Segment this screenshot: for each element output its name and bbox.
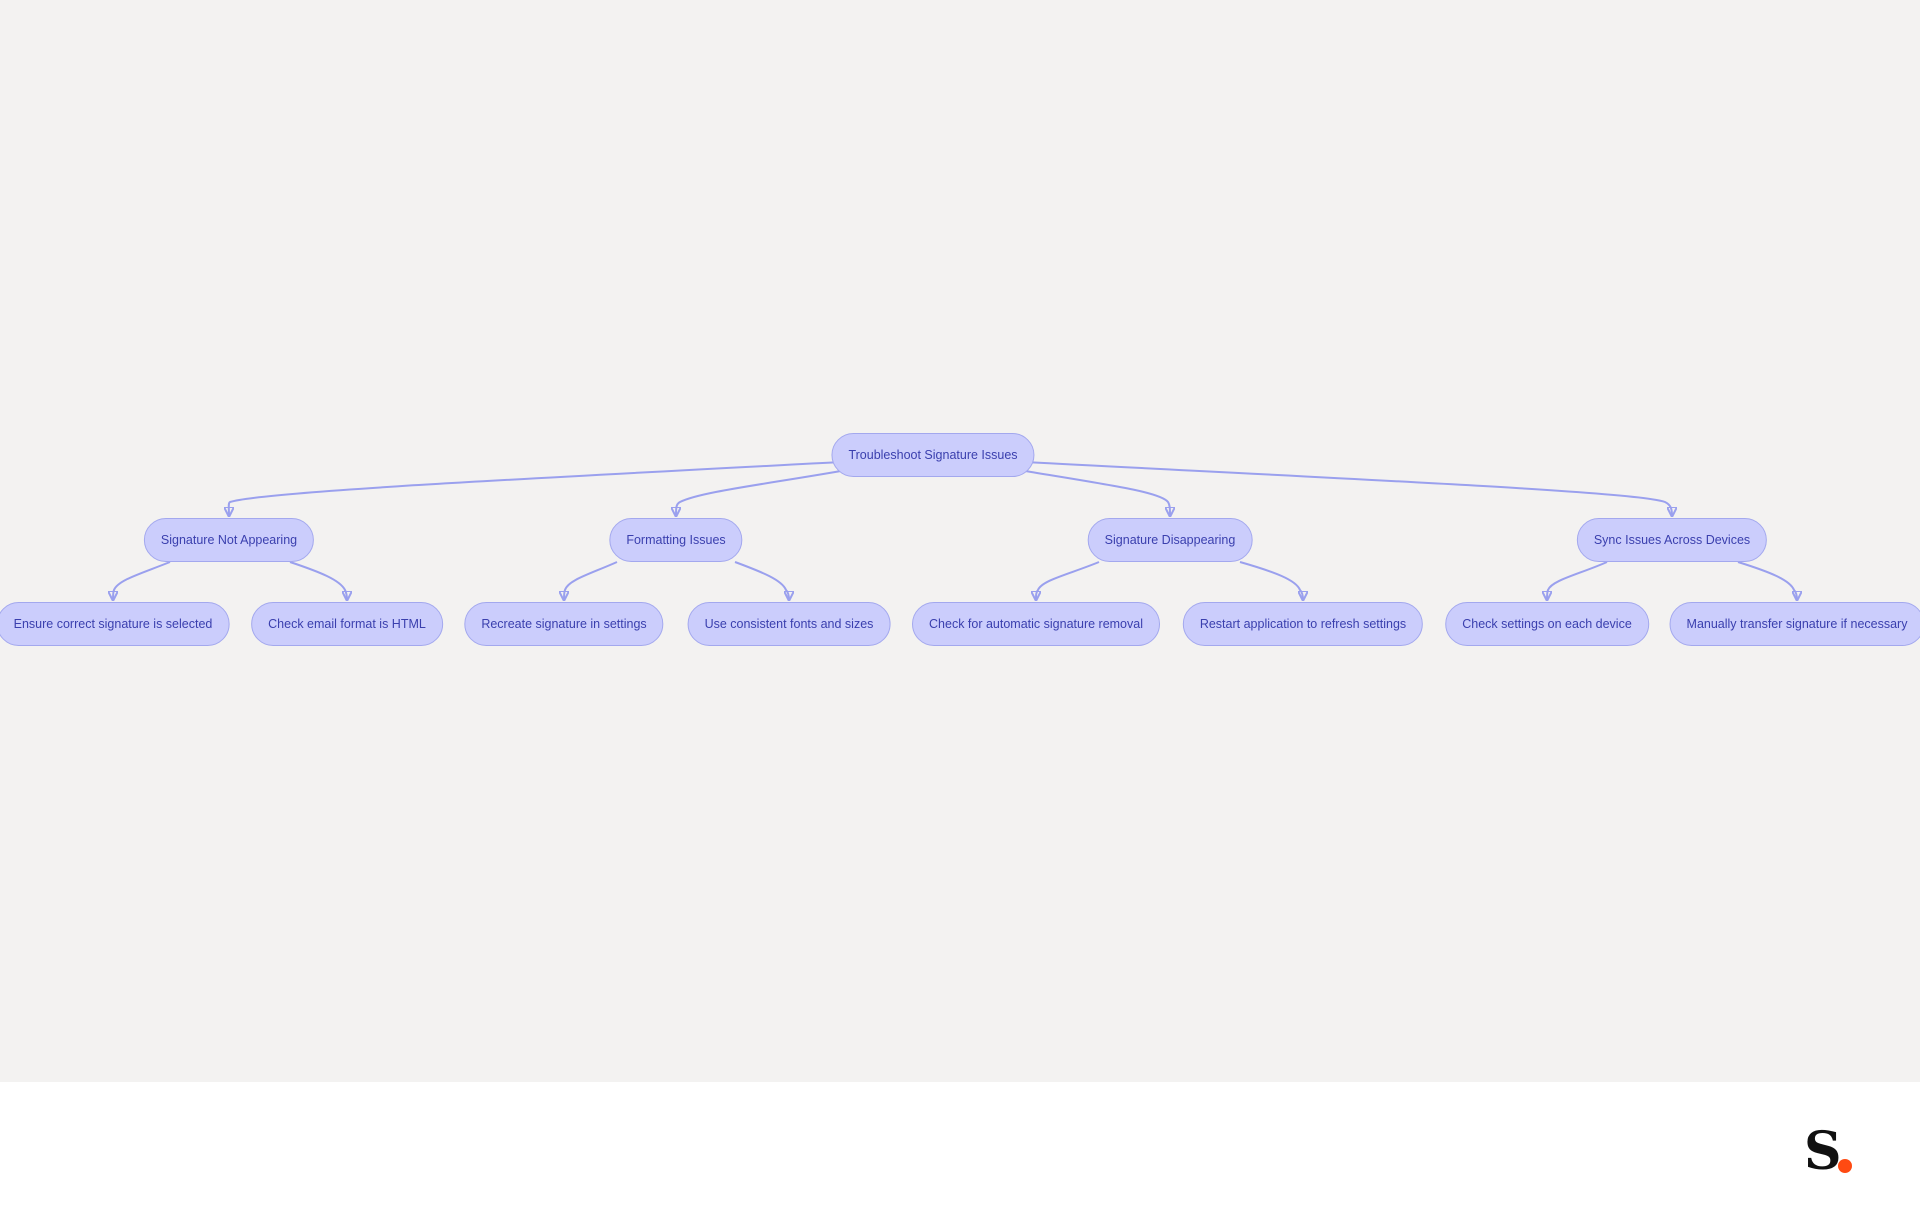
edge-branch-2-to-child-1 (564, 561, 618, 600)
root-node: Troubleshoot Signature Issues (831, 433, 1035, 477)
edge-branch-3-to-child-2 (1239, 561, 1303, 600)
edge-branch-2-to-child-2 (734, 561, 789, 600)
branch-node-formatting-issues: Formatting Issues (609, 518, 743, 562)
edge-branch-1-to-child-1 (113, 561, 171, 600)
leaf-node: Ensure correct signature is selected (0, 602, 230, 646)
branch-node-signature-disappearing: Signature Disappearing (1087, 518, 1253, 562)
edge-root-to-branch-1 (229, 461, 842, 516)
edge-branch-1-to-child-2 (289, 561, 347, 600)
edge-root-to-branch-2 (676, 470, 842, 516)
leaf-node: Recreate signature in settings (464, 602, 664, 646)
edge-root-to-branch-4 (1024, 461, 1672, 516)
branch-node-signature-not-appearing: Signature Not Appearing (143, 518, 315, 562)
leaf-node: Check settings on each device (1445, 602, 1649, 646)
diagram-canvas: Troubleshoot Signature Issues Signature … (0, 0, 1920, 1082)
edge-branch-4-to-child-2 (1737, 561, 1797, 600)
edge-root-to-branch-3 (1024, 470, 1170, 516)
footer-bar (0, 1082, 1920, 1215)
branch-node-sync-issues: Sync Issues Across Devices (1576, 518, 1768, 562)
leaf-node: Check email format is HTML (251, 602, 443, 646)
leaf-node: Restart application to refresh settings (1182, 602, 1424, 646)
leaf-node: Manually transfer signature if necessary (1669, 602, 1920, 646)
edge-branch-3-to-child-1 (1036, 561, 1100, 600)
leaf-node: Check for automatic signature removal (912, 602, 1160, 646)
brand-logo-icon[interactable]: S (1804, 1126, 1864, 1186)
logo-dot-icon (1838, 1159, 1852, 1173)
edge-branch-4-to-child-1 (1547, 561, 1608, 600)
leaf-node: Use consistent fonts and sizes (687, 602, 891, 646)
logo-letter: S (1804, 1121, 1842, 1182)
